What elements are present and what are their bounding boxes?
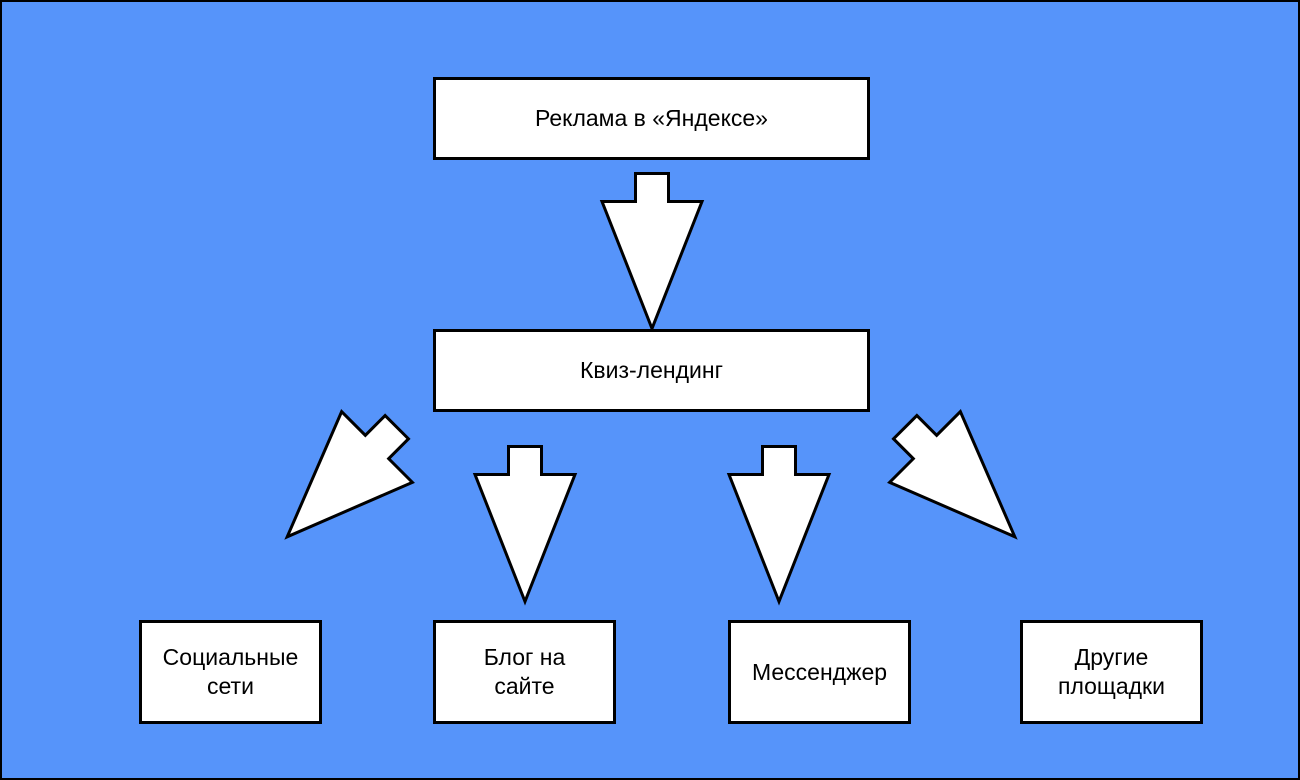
node-messenger: Мессенджер [728, 620, 911, 724]
arrow-down-right-icon [887, 409, 1018, 540]
arrow-down-icon [472, 445, 578, 606]
arrow-down-icon [599, 172, 705, 333]
node-social-networks: Социальные сети [139, 620, 322, 724]
arrow-down-left-icon [284, 409, 415, 540]
arrow-down-icon [726, 445, 832, 606]
node-other-platforms-label: Другие площадки [1058, 644, 1165, 699]
arrow-down-icon [726, 445, 832, 606]
node-messenger-label: Мессенджер [751, 658, 888, 685]
arrow-down-left-icon [284, 409, 415, 540]
node-site-blog-label: Блог на сайте [483, 644, 566, 699]
arrow-down-right-icon [887, 409, 1018, 540]
node-yandex-ads-label: Реклама в «Яндексе» [535, 105, 768, 131]
arrow-down-icon [599, 172, 705, 333]
node-yandex-ads: Реклама в «Яндексе» [433, 77, 870, 160]
arrow-down-icon [472, 445, 578, 606]
node-quiz-landing: Квиз-лендинг [433, 329, 870, 412]
node-other-platforms: Другие площадки [1020, 620, 1203, 724]
node-quiz-landing-label: Квиз-лендинг [580, 357, 723, 383]
node-social-networks-label: Социальные сети [162, 644, 299, 699]
node-site-blog: Блог на сайте [433, 620, 616, 724]
